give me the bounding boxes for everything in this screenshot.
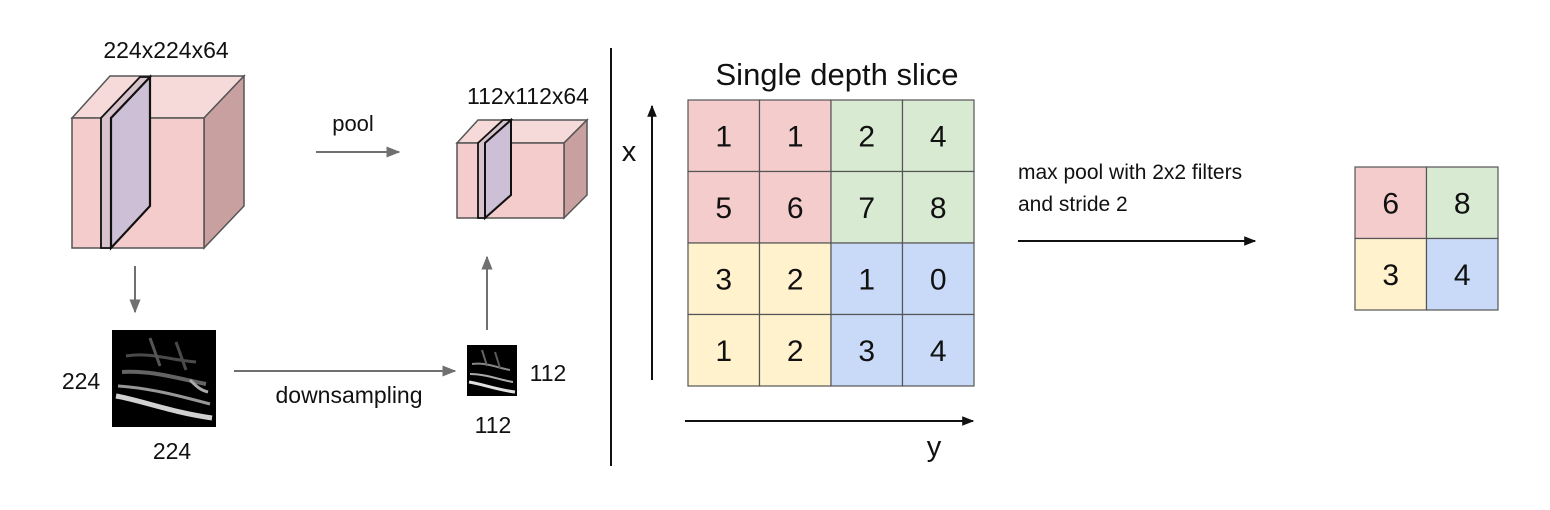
output-map-bottom-label: 112 — [475, 412, 512, 438]
result-grid-cell-value: 6 — [1382, 188, 1399, 221]
result-grid-cell-value: 3 — [1382, 259, 1399, 292]
input-feature-map-image — [112, 330, 216, 427]
operation-label-line2: and stride 2 — [1018, 193, 1128, 216]
depth-slice-title: Single depth slice — [716, 57, 959, 92]
input-grid-cell-value: 1 — [787, 121, 804, 154]
input-grid-cell-value: 4 — [930, 121, 947, 154]
output-feature-map-image — [467, 345, 517, 396]
input-grid-cell-value: 2 — [787, 264, 804, 297]
input-grid-cell-value: 4 — [930, 335, 947, 368]
left-panel: 224x224x64 pool 112x112x64 224 224 — [62, 37, 589, 464]
input-grid-cell-value: 5 — [715, 192, 732, 225]
input-grid-cell — [758, 242, 832, 316]
input-grid-cell-value: 2 — [787, 335, 804, 368]
result-grid-cell — [1354, 237, 1428, 311]
input-grid-cell-value: 3 — [715, 264, 732, 297]
input-grid-cell-value: 3 — [858, 335, 875, 368]
input-grid-cell — [687, 170, 761, 244]
output-volume-cube — [455, 117, 589, 221]
input-grid-cell-value: 1 — [858, 264, 875, 297]
result-grid-cell — [1425, 237, 1499, 311]
input-grid-cell — [758, 313, 832, 387]
input-volume-label: 224x224x64 — [103, 37, 229, 63]
input-grid-cell — [830, 99, 904, 173]
result-grid-cell-value: 4 — [1454, 259, 1471, 292]
input-grid-cell-value: 2 — [858, 121, 875, 154]
pool-label: pool — [332, 111, 374, 136]
input-grid-cell — [901, 242, 975, 316]
input-grid-cell-value: 0 — [930, 264, 947, 297]
operation-label-line1: max pool with 2x2 filters — [1018, 161, 1242, 184]
input-grid-cell — [830, 313, 904, 387]
input-grid-cell-value: 6 — [787, 192, 804, 225]
input-grid: 1 1 2 4 5 6 7 8 3 2 1 0 1 2 3 4 — [687, 99, 975, 387]
x-axis-label: x — [622, 136, 637, 168]
input-map-width-label: 224 — [153, 438, 192, 464]
result-grid: 6 8 3 4 — [1354, 166, 1499, 311]
input-grid-cell-value: 1 — [715, 335, 732, 368]
downsampling-label: downsampling — [275, 382, 422, 408]
input-grid-cell — [830, 242, 904, 316]
input-map-height-label: 224 — [62, 368, 101, 394]
input-grid-cell-value: 1 — [715, 121, 732, 154]
input-grid-cell — [758, 170, 832, 244]
input-grid-cell-value: 8 — [930, 192, 947, 225]
output-map-right-label: 112 — [530, 360, 567, 386]
input-grid-cell — [901, 99, 975, 173]
input-grid-cell-value: 7 — [858, 192, 875, 225]
input-volume-cube — [70, 74, 246, 251]
y-axis-label: y — [927, 431, 942, 463]
input-grid-cell — [901, 313, 975, 387]
output-volume-label: 112x112x64 — [467, 83, 589, 109]
input-grid-cell — [687, 99, 761, 173]
result-grid-cell — [1425, 166, 1499, 240]
result-grid-cell-value: 8 — [1454, 188, 1471, 221]
